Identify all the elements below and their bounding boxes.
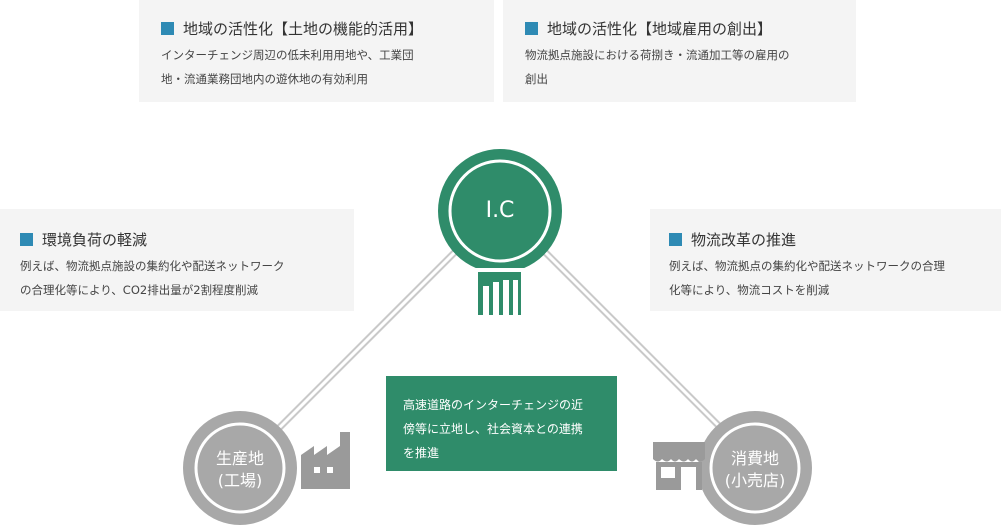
factory-icon bbox=[301, 432, 350, 489]
market-label: 消費地 (小売店) bbox=[724, 449, 786, 490]
info-box-title: 地域の活性化【地域雇用の創出】 bbox=[525, 20, 772, 38]
center-description-box: 高速道路のインターチェンジの近 傍等に立地し、社会資本との連携 を推進 bbox=[386, 376, 617, 471]
square-bullet-icon bbox=[525, 22, 538, 35]
ic-label: I.C bbox=[485, 198, 515, 223]
building-icon bbox=[474, 268, 525, 317]
info-box-text: 例えば、物流拠点施設の集約化や配送ネットワーク の合理化等により、CO2排出量が… bbox=[20, 259, 285, 297]
square-bullet-icon bbox=[669, 233, 682, 246]
square-bullet-icon bbox=[161, 22, 174, 35]
info-box-title: 物流改革の推進 bbox=[669, 231, 796, 249]
info-box-title: 地域の活性化【土地の機能的活用】 bbox=[161, 20, 423, 38]
info-box-employment: 地域の活性化【地域雇用の創出】 物流拠点施設における荷捌き・流通加工等の雇用の … bbox=[503, 0, 856, 102]
info-box-land-use: 地域の活性化【土地の機能的活用】 インターチェンジ周辺の低未利用用地や、工業団 … bbox=[139, 0, 494, 102]
info-box-text: 例えば、物流拠点の集約化や配送ネットワークの合理 化等により、物流コストを削減 bbox=[669, 259, 945, 297]
info-box-title: 環境負荷の軽減 bbox=[20, 231, 147, 249]
connector-ic-market bbox=[542, 249, 728, 435]
factory-label: 生産地 (工場) bbox=[215, 449, 264, 490]
market-node bbox=[698, 411, 812, 525]
connector-ic-factory bbox=[272, 249, 458, 435]
info-box-environment: 環境負荷の軽減 例えば、物流拠点施設の集約化や配送ネットワーク の合理化等により… bbox=[0, 209, 354, 311]
factory-node bbox=[183, 411, 297, 525]
info-box-text: 物流拠点施設における荷捌き・流通加工等の雇用の 創出 bbox=[525, 48, 790, 86]
store-icon bbox=[653, 442, 705, 490]
ic-node bbox=[438, 149, 562, 273]
square-bullet-icon bbox=[20, 233, 33, 246]
info-box-text: インターチェンジ周辺の低未利用用地や、工業団 地・流通業務団地内の遊休地の有効利… bbox=[161, 48, 414, 86]
info-box-logistics: 物流改革の推進 例えば、物流拠点の集約化や配送ネットワークの合理 化等により、物… bbox=[650, 209, 1001, 311]
